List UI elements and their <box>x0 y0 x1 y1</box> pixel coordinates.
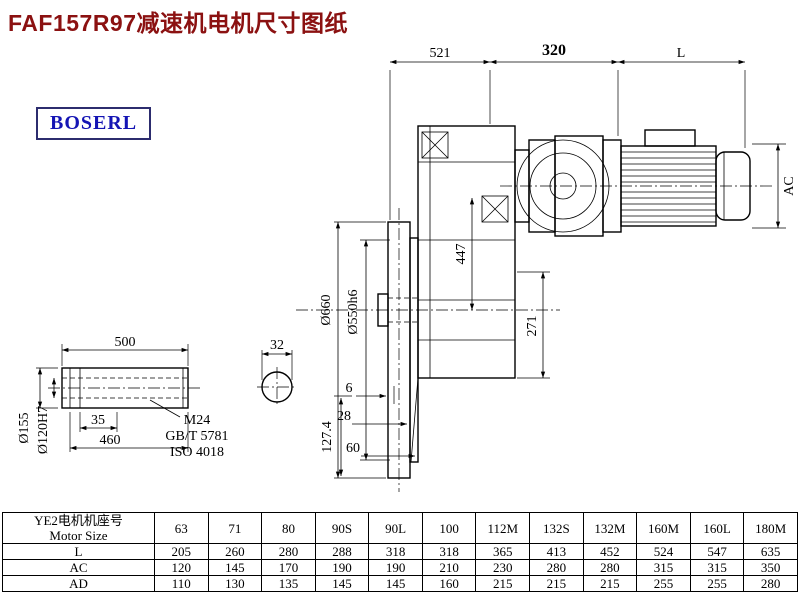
value-cell: 190 <box>368 559 423 576</box>
value-cell: 547 <box>689 543 745 560</box>
size-cell: 63 <box>154 512 209 544</box>
dim-460-label: 460 <box>100 433 121 448</box>
dim-32-label: 32 <box>270 338 284 353</box>
value-cell: 215 <box>529 575 584 592</box>
value-cell: 280 <box>582 559 638 576</box>
dim-AC-label: AC <box>782 176 797 195</box>
dim-6-label: 6 <box>346 381 353 396</box>
table-row-sizes: YE2电机机座号 Motor Size 63 71 80 90S 90L 100… <box>2 512 798 544</box>
motor-dimension-table: YE2电机机座号 Motor Size 63 71 80 90S 90L 100… <box>2 512 798 592</box>
value-cell: 280 <box>529 559 584 576</box>
dim-320-label: 320 <box>542 42 566 59</box>
motor-assembly <box>500 129 772 237</box>
size-cell: 80 <box>261 512 316 544</box>
value-cell: 452 <box>582 543 638 560</box>
dim-521-label: 521 <box>430 46 451 61</box>
value-cell: 260 <box>207 543 263 560</box>
size-cell: 90L <box>368 512 423 544</box>
value-cell: 318 <box>421 543 477 560</box>
value-cell: 135 <box>261 575 316 592</box>
value-cell: 145 <box>368 575 423 592</box>
value-cell: 160 <box>421 575 477 592</box>
value-cell: 120 <box>154 559 209 576</box>
motor-size-label-en: Motor Size <box>49 528 108 543</box>
flange-diameter-dimensions: Ø660 Ø550h6 <box>319 221 390 479</box>
dim-L-label: L <box>677 46 686 61</box>
size-cell: 160L <box>689 512 745 544</box>
table-row-AC: AC 120 145 170 190 190 210 230 280 280 3… <box>2 559 798 576</box>
value-cell: 365 <box>475 543 531 560</box>
value-cell: 255 <box>689 575 745 592</box>
value-cell: 350 <box>743 559 798 576</box>
value-cell: 145 <box>314 575 370 592</box>
row-label-AD: AD <box>2 575 155 592</box>
dim-60-label: 60 <box>346 441 360 456</box>
motor-size-label-cn: YE2电机机座号 <box>34 513 123 528</box>
value-cell: 635 <box>743 543 798 560</box>
size-cell: 132S <box>529 512 584 544</box>
flange-depth-dimensions: 6 28 60 127.4 <box>320 381 415 476</box>
bolt-spec-label: M24 <box>184 413 210 428</box>
size-cell: 180M <box>743 512 798 544</box>
ac-dimension: AC <box>752 143 797 229</box>
dim-447-label: 447 <box>454 244 469 265</box>
value-cell: 190 <box>314 559 370 576</box>
dim-550h6-label: Ø550h6 <box>346 289 361 334</box>
value-cell: 130 <box>207 575 263 592</box>
size-cell: 112M <box>475 512 531 544</box>
dim-28-label: 28 <box>337 409 351 424</box>
standard-gbt-label: GB/T 5781 <box>165 429 228 444</box>
value-cell: 280 <box>743 575 798 592</box>
size-cell: 160M <box>636 512 691 544</box>
value-cell: 215 <box>475 575 531 592</box>
value-cell: 288 <box>314 543 370 560</box>
dim-120H7-label: Ø120H7 <box>36 406 51 454</box>
value-cell: 110 <box>154 575 209 592</box>
boserl-logo: BOSERL <box>36 107 152 140</box>
value-cell: 280 <box>261 543 316 560</box>
row-label-AC: AC <box>2 559 155 576</box>
value-cell: 255 <box>636 575 691 592</box>
value-cell: 413 <box>529 543 584 560</box>
row-label-L: L <box>2 543 155 560</box>
value-cell: 524 <box>636 543 691 560</box>
value-cell: 215 <box>582 575 638 592</box>
value-cell: 205 <box>154 543 209 560</box>
dim-35-label: 35 <box>91 413 105 428</box>
logo-text: BOSERL <box>50 112 138 134</box>
output-flange <box>296 208 560 492</box>
value-cell: 210 <box>421 559 477 576</box>
value-cell: 170 <box>261 559 316 576</box>
value-cell: 315 <box>689 559 745 576</box>
dim-155-label: Ø155 <box>17 412 32 443</box>
shaft-section-view: 32 <box>257 338 297 407</box>
value-cell: 315 <box>636 559 691 576</box>
top-dimension-chain: 521 320 L <box>389 42 746 220</box>
gearbox-housing: 447 271 <box>417 125 550 379</box>
table-row-AD: AD 110 130 135 145 145 160 215 215 215 2… <box>2 575 798 592</box>
page-title: FAF157R97减速机电机尺寸图纸 <box>8 10 349 36</box>
dim-660-label: Ø660 <box>319 294 334 325</box>
dim-127-label: 127.4 <box>320 421 335 453</box>
value-cell: 318 <box>368 543 423 560</box>
dim-500-label: 500 <box>115 335 136 350</box>
dim-271-label: 271 <box>525 316 540 337</box>
hollow-shaft-detail: 500 35 460 Ø155 Ø120H7 M24 GB/T 5781 ISO… <box>17 335 229 460</box>
size-cell: 100 <box>421 512 477 544</box>
value-cell: 145 <box>207 559 263 576</box>
value-cell: 230 <box>475 559 531 576</box>
motor-size-header-cell: YE2电机机座号 Motor Size <box>2 512 155 544</box>
table-row-L: L 205 260 280 288 318 318 365 413 452 52… <box>2 543 798 560</box>
size-cell: 90S <box>314 512 370 544</box>
size-cell: 71 <box>207 512 263 544</box>
size-cell: 132M <box>582 512 638 544</box>
standard-iso-label: ISO 4018 <box>170 445 224 460</box>
